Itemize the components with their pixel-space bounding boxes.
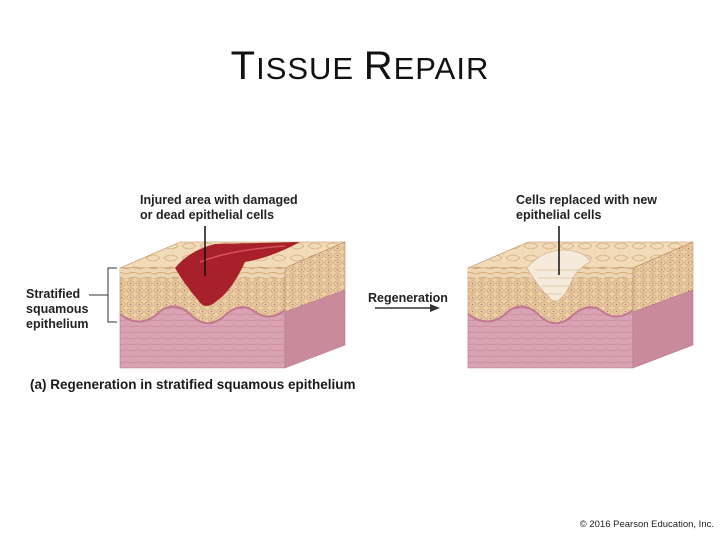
wound-highlight bbox=[199, 245, 286, 263]
regenerated-dermis-side bbox=[632, 289, 694, 369]
title-rest-issue: ISSUE bbox=[256, 51, 364, 86]
injured-area-label: Injured area with damaged or dead epithe… bbox=[140, 193, 298, 223]
wound-area bbox=[175, 242, 300, 306]
title-rest-epair: EPAIR bbox=[393, 51, 490, 86]
injured-label-line-1: Injured area with damaged bbox=[140, 193, 298, 207]
copyright-notice: © 2016 Pearson Education, Inc. bbox=[579, 519, 714, 530]
replaced-cells-label: Cells replaced with new epithelial cells bbox=[516, 193, 657, 223]
regenerated-tissue-block bbox=[467, 241, 694, 369]
stratified-label-line-2: squamous bbox=[26, 302, 89, 316]
figure-caption: (a) Regeneration in stratified squamous … bbox=[30, 377, 356, 392]
stratified-label-line-3: epithelium bbox=[26, 317, 89, 331]
injured-label-line-2: or dead epithelial cells bbox=[140, 208, 275, 222]
page-title: TISSUE REPAIR bbox=[0, 44, 720, 89]
injured-dermis-side bbox=[284, 289, 346, 369]
regeneration-arrow-head bbox=[430, 304, 440, 312]
title-initial-r: R bbox=[363, 44, 394, 88]
title-initial-t: T bbox=[230, 44, 257, 88]
replaced-label-line-1: Cells replaced with new bbox=[516, 193, 658, 207]
injured-basement-membrane bbox=[119, 305, 286, 325]
stratified-bracket bbox=[107, 267, 117, 323]
new-cells-lines bbox=[535, 269, 580, 295]
regenerated-basement-membrane bbox=[467, 305, 634, 325]
injured-tissue-block bbox=[119, 241, 346, 369]
regeneration-label: Regeneration bbox=[368, 291, 448, 305]
replaced-label-line-2: epithelial cells bbox=[516, 208, 602, 222]
stratified-label-line-1: Stratified bbox=[26, 287, 81, 301]
stratified-squamous-label: Stratified squamous epithelium bbox=[26, 287, 89, 332]
new-cells-area bbox=[526, 249, 591, 302]
